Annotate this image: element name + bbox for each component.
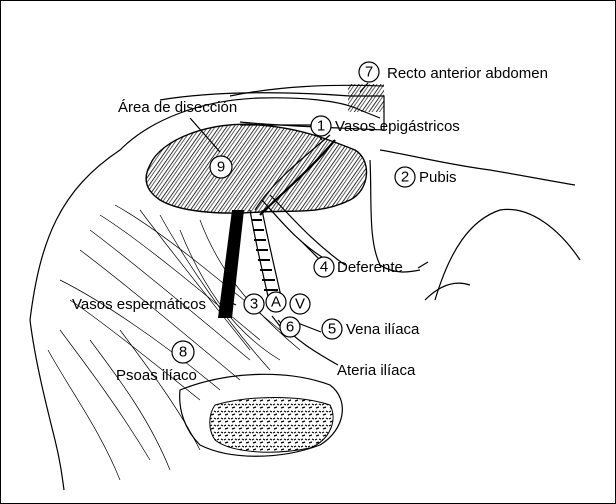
marker-8: 8 — [172, 341, 194, 363]
label-area: Área de disección — [118, 99, 237, 116]
label-vena-iliaca: Vena ilíaca — [346, 321, 420, 338]
svg-text:3: 3 — [250, 296, 258, 313]
recto-hatch — [348, 84, 384, 112]
pubis-bone-2 — [425, 283, 470, 300]
marker-A: A — [266, 292, 286, 312]
label-recto: Recto anterior abdomen — [387, 65, 548, 82]
marker-2: 2 — [395, 167, 415, 187]
svg-text:V: V — [295, 296, 305, 313]
label-ateria-iliaca: Ateria ilíaca — [337, 362, 416, 379]
pubis-bone — [435, 209, 580, 300]
label-pubis: Pubis — [419, 169, 457, 186]
svg-text:A: A — [271, 294, 281, 311]
label-deferente: Deferente — [337, 259, 403, 276]
marker-1: 1 — [311, 116, 331, 136]
marker-4: 4 — [314, 257, 334, 277]
label-vasos-espermaticos: Vasos espermáticos — [72, 296, 206, 313]
svg-text:9: 9 — [217, 159, 225, 176]
svg-text:7: 7 — [365, 64, 373, 81]
svg-text:2: 2 — [401, 169, 409, 186]
psoas-textured — [210, 398, 333, 453]
iliac-vessels — [250, 210, 283, 305]
marker-5: 5 — [322, 319, 342, 339]
svg-text:8: 8 — [179, 344, 187, 361]
svg-text:5: 5 — [328, 321, 336, 338]
marker-V: V — [290, 294, 310, 314]
svg-text:6: 6 — [286, 319, 294, 336]
leader-deferente — [418, 262, 428, 268]
svg-text:1: 1 — [317, 118, 325, 135]
marker-9: 9 — [210, 156, 232, 178]
dissection-area — [146, 124, 366, 213]
label-vasos-epigastricos: Vasos epigástricos — [335, 118, 460, 135]
marker-7: 7 — [359, 62, 379, 82]
svg-text:4: 4 — [320, 259, 328, 276]
marker-3: 3 — [244, 294, 264, 314]
left-flank — [30, 320, 64, 490]
marker-6: 6 — [280, 317, 300, 337]
label-psoas-iliaco: Psoas ilíaco — [116, 367, 197, 384]
